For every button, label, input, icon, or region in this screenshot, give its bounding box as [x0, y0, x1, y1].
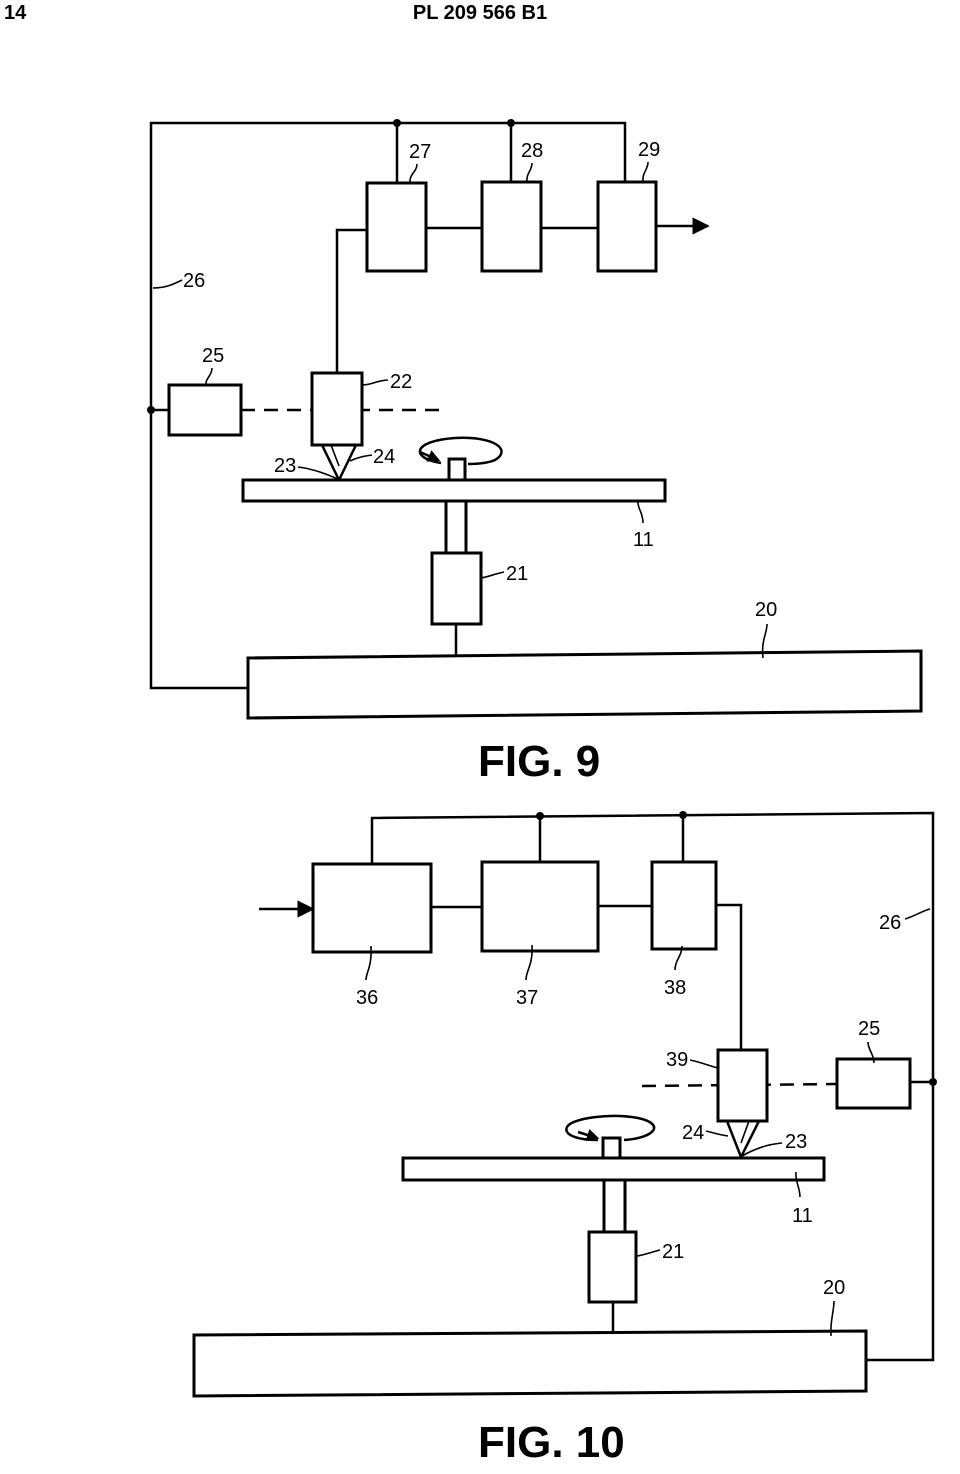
- fig9-leader-27: [409, 163, 418, 184]
- fig10-spindle-top: [601, 1136, 622, 1160]
- fig10-leader-24: [705, 1130, 729, 1137]
- fig9-disc-11: [241, 478, 667, 503]
- fig10-junction-38: [679, 811, 687, 819]
- fig9-motor-21: [430, 551, 483, 626]
- fig10-base-20: [192, 1329, 868, 1398]
- figure-9: 27 28 29 26 25 22 24 23 11 21 20 FIG. 9: [147, 119, 923, 786]
- fig9-rotation-arrow: [418, 436, 503, 466]
- fig10-leader-11: [795, 1171, 801, 1198]
- page-header: 14 PL 209 566 B1: [0, 0, 960, 30]
- fig9-caption: FIG. 9: [478, 737, 600, 786]
- fig10-leader-38: [674, 945, 683, 971]
- fig9-leader-22: [361, 379, 389, 386]
- fig9-leader-11: [637, 500, 644, 524]
- fig9-block-29: [596, 180, 658, 273]
- fig9-label-23: 23: [274, 455, 296, 477]
- fig10-label-38: 38: [664, 977, 686, 999]
- fig9-block-25: [167, 383, 243, 437]
- fig9-leader-23: [297, 466, 339, 480]
- fig10-caption: FIG. 10: [478, 1418, 625, 1467]
- fig9-rotation-arrowhead: [419, 450, 441, 462]
- fig9-junction-28: [507, 119, 515, 127]
- fig9-label-27: 27: [409, 141, 431, 163]
- fig10-label-26: 26: [879, 912, 901, 934]
- fig10-rotation-arrowhead: [577, 1129, 600, 1141]
- fig10-leader-26: [904, 908, 931, 920]
- fig10-block-38: [650, 860, 718, 951]
- fig9-label-20: 20: [755, 599, 777, 621]
- fig9-line-22-27: [335, 228, 367, 373]
- fig10-label-24: 24: [682, 1122, 704, 1144]
- fig10-motor-21: [587, 1230, 638, 1304]
- fig10-label-37: 37: [516, 987, 538, 1009]
- fig9-label-21: 21: [506, 563, 528, 585]
- fig10-leader-25: [867, 1041, 875, 1064]
- fig9-leader-24: [349, 454, 373, 462]
- fig10-line-26: [370, 811, 935, 1362]
- fig9-label-25: 25: [202, 345, 224, 367]
- fig10-label-20: 20: [823, 1277, 845, 1299]
- fig9-label-29: 29: [638, 139, 660, 161]
- fig10-label-39: 39: [666, 1049, 688, 1071]
- page-number: 14: [4, 2, 27, 24]
- fig9-label-26: 26: [183, 270, 205, 292]
- fig9-label-22: 22: [390, 371, 412, 393]
- fig9-junction-27: [393, 119, 401, 127]
- fig10-block-36: [311, 862, 433, 954]
- fig9-label-28: 28: [521, 140, 543, 162]
- fig10-label-36: 36: [356, 987, 378, 1009]
- fig10-leader-21: [636, 1249, 661, 1257]
- fig10-leader-36: [365, 945, 372, 981]
- fig10-leader-39: [689, 1059, 719, 1069]
- fig10-label-23: 23: [785, 1131, 807, 1153]
- document-id: PL 209 566 B1: [412, 2, 548, 24]
- fig10-leader-20: [830, 1300, 835, 1337]
- fig10-block-37: [480, 860, 600, 953]
- fig9-leader-29: [642, 161, 649, 183]
- fig9-leader-26: [152, 279, 183, 289]
- fig9-block-27: [365, 181, 428, 273]
- fig9-base-20: [246, 649, 923, 720]
- fig9-stylus-inner: [330, 444, 340, 467]
- fig10-rotation-arrow: [565, 1114, 656, 1142]
- fig10-stylus-inner: [740, 1120, 750, 1144]
- fig9-spindle-top: [447, 457, 467, 482]
- figure-10: 36 37 38 26 25 39 24 23 11 21 20 FIG. 10: [192, 811, 937, 1467]
- fig10-shaft: [602, 1178, 627, 1234]
- fig9-label-11: 11: [633, 529, 654, 551]
- fig9-leader-25: [205, 367, 213, 387]
- fig10-leader-37: [525, 944, 533, 981]
- fig9-line-26: [149, 121, 627, 690]
- fig10-junction-37: [536, 812, 544, 820]
- fig10-label-21: 21: [662, 1241, 684, 1263]
- fig9-leader-21: [480, 571, 505, 579]
- fig10-label-11: 11: [792, 1205, 813, 1227]
- fig9-leader-20: [761, 623, 768, 659]
- fig9-block-28: [480, 180, 543, 273]
- fig9-head-22: [310, 371, 364, 447]
- fig10-leader-23: [741, 1142, 783, 1157]
- fig9-shaft: [444, 499, 468, 555]
- fig10-line-38-39: [716, 903, 743, 1050]
- fig10-head-39: [716, 1048, 769, 1123]
- fig10-block-25: [835, 1057, 912, 1110]
- fig10-label-25: 25: [858, 1018, 880, 1040]
- fig9-leader-28: [526, 162, 533, 183]
- fig10-disc-11: [401, 1156, 826, 1182]
- fig9-label-24: 24: [373, 446, 395, 468]
